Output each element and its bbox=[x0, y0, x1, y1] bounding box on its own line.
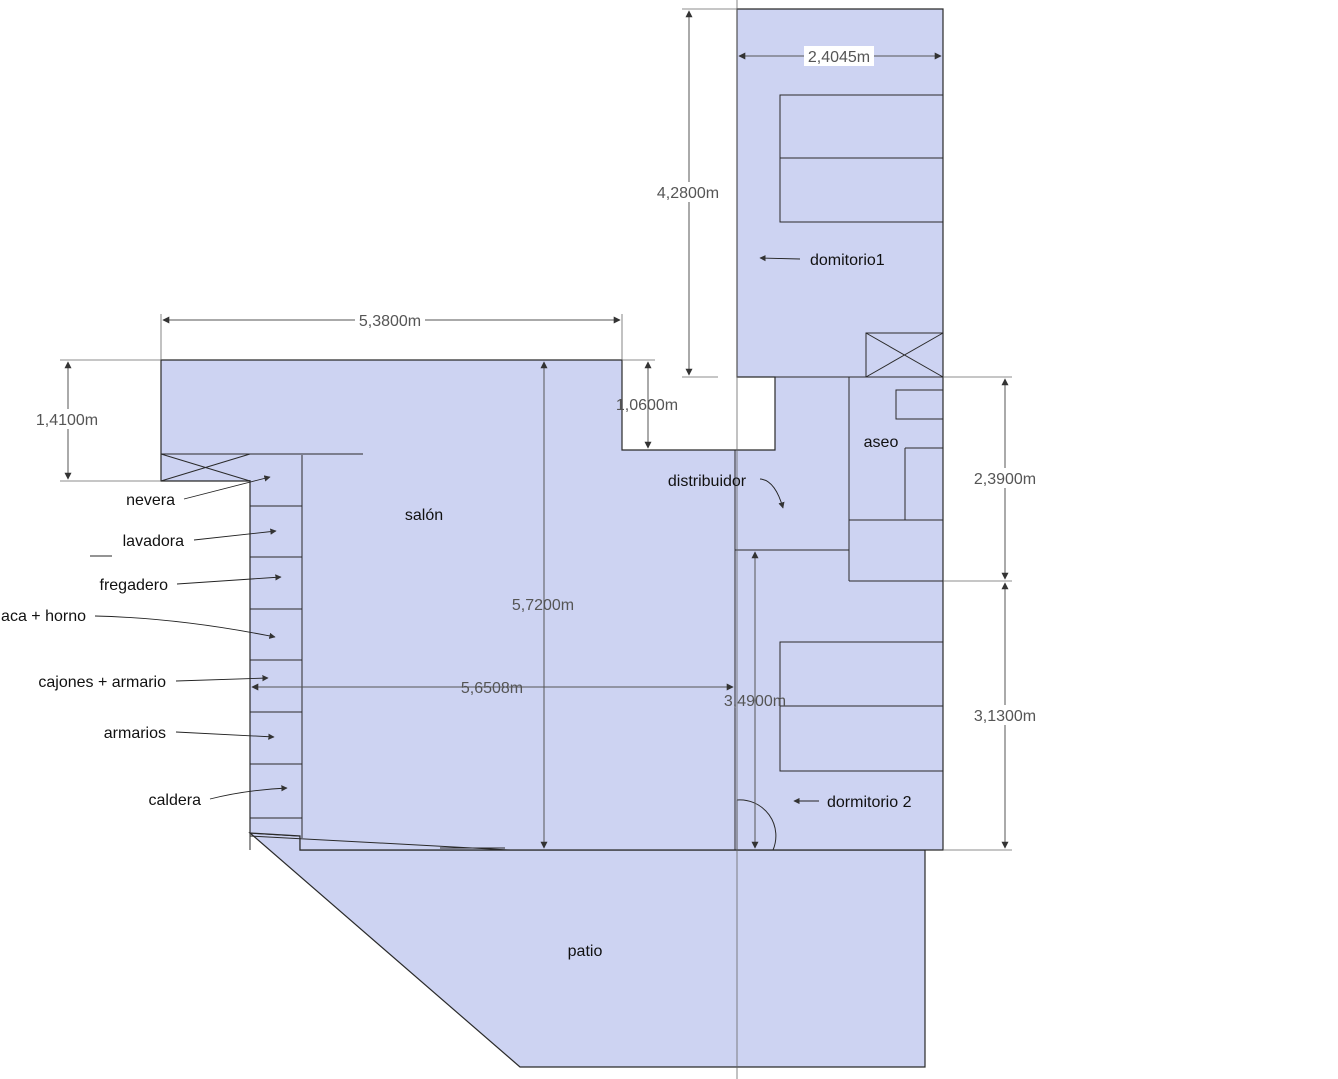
nevera-cross-b bbox=[160, 453, 251, 482]
dim-5-6508: 5,6508m bbox=[461, 680, 523, 697]
dim-5-3800: 5,3800m bbox=[359, 313, 421, 330]
dim-5-7200: 5,7200m bbox=[512, 597, 574, 614]
label-fregadero: fregadero bbox=[100, 577, 169, 594]
dim-4-2800: 4,2800m bbox=[657, 185, 719, 202]
dim-2-4045: 2,4045m bbox=[808, 49, 870, 66]
room-labels: domitorio1 salón distribuidor aseo dormi… bbox=[405, 252, 912, 960]
label-nevera: nevera bbox=[126, 492, 175, 509]
label-salon: salón bbox=[405, 507, 443, 524]
label-distribuidor: distribuidor bbox=[668, 473, 747, 490]
door-swing bbox=[736, 799, 777, 851]
dimension-labels: 2,4045m 4,2800m 5,3800m 1,4100m 1,0600m … bbox=[33, 46, 1040, 725]
label-aseo: aseo bbox=[864, 434, 899, 451]
label-dormitorio2: dormitorio 2 bbox=[827, 794, 912, 811]
rooms-layer bbox=[160, 8, 944, 1068]
label-armarios: armarios bbox=[104, 725, 166, 742]
label-patio: patio bbox=[568, 943, 603, 960]
dim-2-3900: 2,3900m bbox=[974, 471, 1036, 488]
dim-3-1300: 3,1300m bbox=[974, 708, 1036, 725]
label-lavadora: lavadora bbox=[123, 533, 184, 550]
kitchen-labels: nevera lavadora fregadero placa + horno … bbox=[0, 475, 288, 809]
interior-lines bbox=[160, 0, 944, 1079]
main-floor-area[interactable] bbox=[160, 8, 944, 851]
label-placa-horno: placa + horno bbox=[0, 608, 86, 625]
dim-3-4900: 3,4900m bbox=[724, 693, 786, 710]
dim-1-0600: 1,0600m bbox=[616, 397, 678, 414]
label-domitorio1: domitorio1 bbox=[810, 252, 885, 269]
label-cajones-armario: cajones + armario bbox=[38, 674, 166, 691]
label-caldera: caldera bbox=[149, 792, 202, 809]
dim-1-4100: 1,4100m bbox=[36, 412, 98, 429]
